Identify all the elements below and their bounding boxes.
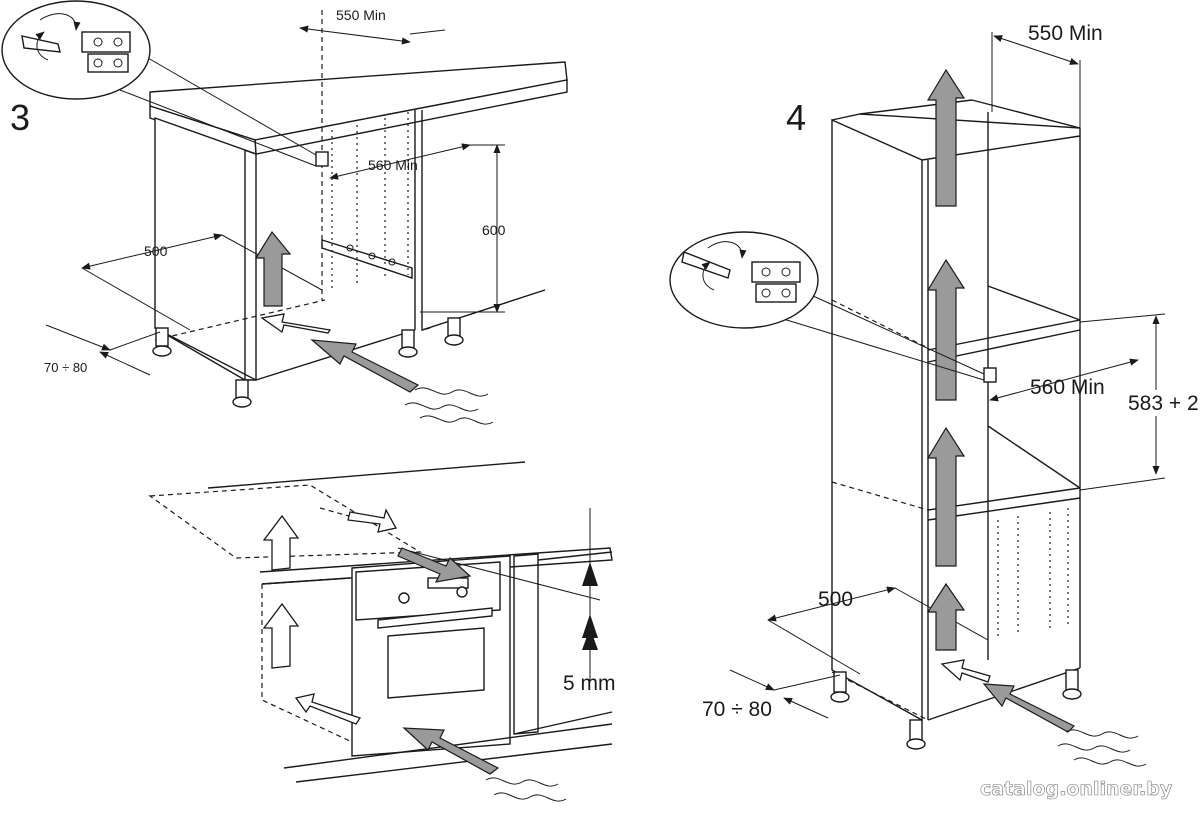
figure-3-number: 3 [10,97,30,138]
dim-550-min: 550 Min [1028,22,1103,45]
dim-600: 600 [482,222,506,238]
figure-4-dimensions: 550 Min 560 Min 583 + 2 500 70 ÷ 80 [702,22,1203,721]
dim-550-min: 550 Min [336,7,386,23]
dim-583-2: 583 + 2 [1128,392,1199,415]
dim-560-min: 560 Min [368,157,418,173]
foot [155,327,169,347]
detail-magnifier-fig4 [669,231,985,381]
figure-4-airflow [926,68,1147,767]
bracket-detail-icon [751,261,801,283]
detail-magnifier-fig3 [1,0,317,167]
dim-500: 500 [144,243,168,259]
foot [447,317,461,337]
bracket-detail-icon [81,31,131,53]
dim-70-80: 70 ÷ 80 [44,360,87,375]
oven-knob [398,592,410,604]
figure-4-number: 4 [786,97,806,138]
oven [351,555,511,757]
figure-3-dimensions: 550 Min 560 Min 600 500 70 ÷ 80 [44,7,506,376]
figure-3-airflow [254,230,494,425]
foot [401,329,415,349]
figure-4-tall-cabinet: 4 [669,22,1203,767]
figure-3-base-cabinet: 3 [1,0,568,425]
screwdriver-icon [21,35,61,53]
dim-560-min: 560 Min [1030,376,1105,399]
foot [909,719,923,741]
fixing-bracket [315,151,329,167]
figure-oven-ventilation: 5 mm [148,461,616,802]
foot [235,379,249,399]
oven-handle [377,607,493,629]
foot [1065,669,1079,691]
dim-500: 500 [818,588,853,611]
fixing-bracket [983,367,997,383]
dim-70-80: 70 ÷ 80 [702,698,772,721]
watermark: catalog.onliner.by [980,778,1173,800]
dim-5-mm: 5 mm [563,672,616,695]
oven-knob [456,586,468,598]
